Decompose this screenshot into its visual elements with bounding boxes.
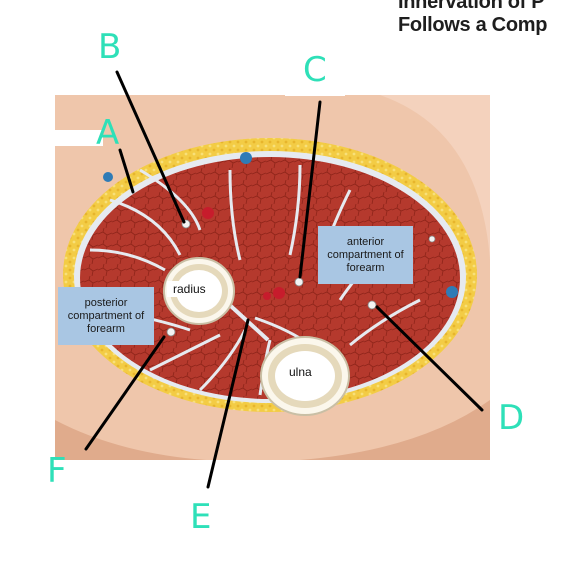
marker-letter-c: C [303, 50, 327, 90]
pointer-line-e [206, 318, 250, 489]
muscle-septa [89, 164, 421, 396]
pointer-line-d [375, 305, 484, 412]
pointer-line-a [118, 148, 135, 194]
blood-vessels [103, 152, 458, 300]
title-line-2: Follows a Comp [398, 14, 548, 36]
marker-letter-d: D [498, 398, 525, 438]
anterior-compartment-label: anterior compartment of forearm [318, 226, 413, 284]
marker-letter-a: A [96, 113, 120, 153]
title-line-1: Innervation of P [398, 0, 545, 13]
pointer-line-b [115, 70, 186, 224]
pointer-line-f [84, 335, 166, 451]
whiteout-patch [55, 130, 103, 146]
pointer-line-c [298, 100, 322, 279]
ulna-label: ulna [283, 364, 318, 380]
marker-letter-b: B [98, 27, 122, 67]
muscle-mass [80, 157, 460, 399]
marker-letter-f: F [47, 451, 67, 491]
whiteout-patch [285, 88, 345, 96]
radius-label: radius [167, 281, 212, 297]
marker-letter-e: E [190, 497, 212, 537]
posterior-compartment-label: posterior compartment of forearm [58, 287, 154, 345]
pointer-lines [84, 70, 484, 489]
